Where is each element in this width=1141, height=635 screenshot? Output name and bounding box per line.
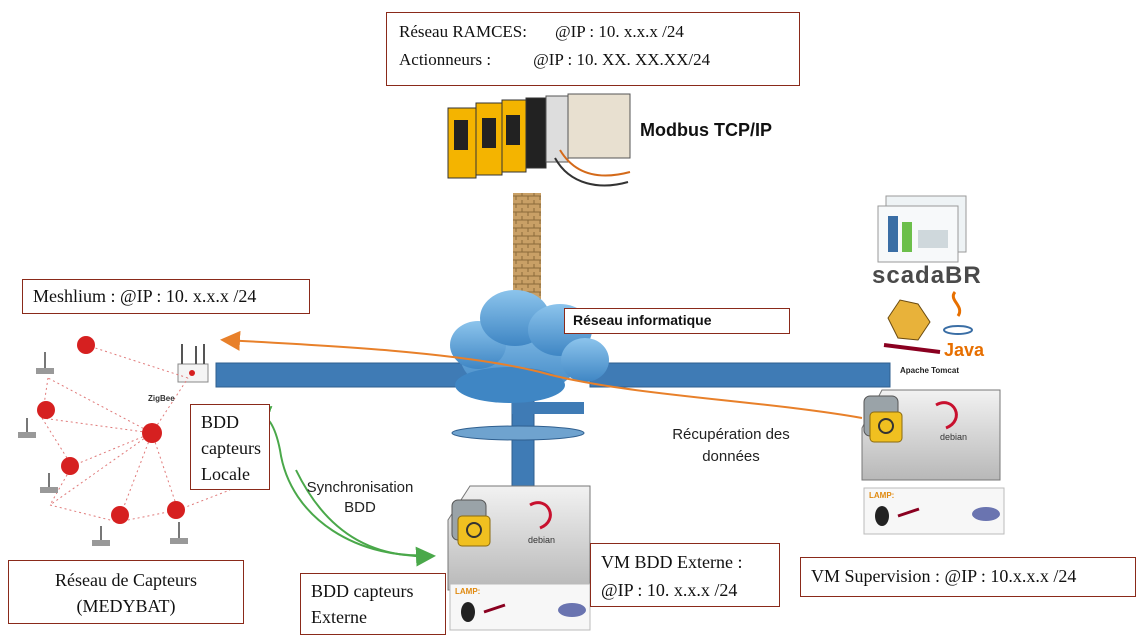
sensor-mesh-lines [41, 344, 231, 523]
vm-bdd-line1: VM BDD Externe : [601, 552, 743, 572]
sync-label: Synchronisation BDD [306, 479, 414, 516]
reseau-capteurs-box: Réseau de Capteurs (MEDYBAT) [8, 560, 244, 624]
apache-tomcat-label: Apache Tomcat [900, 366, 959, 375]
actuators-ip: @IP : 10. XX. XX.XX/24 [533, 50, 711, 69]
bdd-local-line1: BDD [201, 412, 240, 432]
svg-text:LAMP:: LAMP: [455, 587, 480, 596]
debian-label-supervision: debian [940, 432, 968, 442]
meshlium-gateway-icon [177, 344, 209, 383]
ramces-network-box: Réseau RAMCES: @IP : 10. x.x.x /24 Actio… [386, 12, 800, 86]
bdd-externe-line2: Externe [311, 607, 367, 627]
sync-arrow-down [295, 469, 436, 567]
bdd-local-line3: Locale [201, 464, 250, 484]
scadabr-screens-icon [877, 195, 967, 263]
bdd-externe-box: BDD capteurs Externe [300, 573, 446, 635]
actuators-label: Actionneurs : [399, 50, 492, 69]
debian-label-externe: debian [528, 535, 556, 545]
bdd-externe-line1: BDD capteurs [311, 581, 414, 601]
zigbee-node-icon [18, 401, 55, 438]
reseau-capteurs-line1: Réseau de Capteurs [55, 570, 197, 590]
lamp-stack-icon-externe: LAMP: [449, 583, 591, 631]
zigbee-node-icon [92, 506, 129, 546]
supervision-server-icon [861, 389, 1001, 481]
db-server-externe-icon [447, 485, 591, 591]
lamp-stack-icon-supervision: LAMP: [863, 487, 1005, 535]
network-bar-right [589, 362, 891, 388]
vm-bdd-externe-box: VM BDD Externe : @IP : 10. x.x.x /24 [590, 543, 780, 607]
zigbee-node-icon [40, 457, 79, 493]
ramces-ip: @IP : 10. x.x.x /24 [554, 22, 684, 41]
zigbee-node-icon [167, 501, 188, 544]
zigbee-node-icon [142, 423, 162, 443]
zigbee-nodes [18, 336, 188, 546]
vm-supervision-box: VM Supervision : @IP : 10.x.x.x /24 [800, 557, 1136, 597]
recuperation-label: Récupération des données [672, 426, 790, 465]
network-disc [451, 425, 585, 441]
svg-text:LAMP:: LAMP: [869, 491, 894, 500]
bdd-local-line2: capteurs [201, 438, 261, 458]
scadabr-logo: scadaBR [872, 262, 982, 289]
ramces-label: Réseau RAMCES: [399, 22, 527, 41]
zigbee-node-icon [36, 336, 95, 374]
plc-actuators-icon [447, 93, 631, 187]
cloud-icon [450, 290, 609, 403]
modbus-link-pipe [513, 193, 541, 303]
meshlium-box: Meshlium : @IP : 10. x.x.x /24 [22, 279, 310, 314]
vm-bdd-line2: @IP : 10. x.x.x /24 [601, 580, 738, 600]
zigbee-label: ZigBee [148, 394, 175, 403]
tomcat-java-icon [883, 291, 973, 354]
reseau-capteurs-line2: (MEDYBAT) [76, 596, 176, 616]
java-logo: Java [944, 340, 985, 360]
modbus-label: Modbus TCP/IP [640, 120, 772, 140]
recup-arrow [220, 330, 863, 419]
network-stub [512, 402, 584, 414]
bdd-local-box: BDD capteurs Locale [190, 404, 270, 490]
reseau-informatique-box: Réseau informatique [564, 308, 790, 334]
